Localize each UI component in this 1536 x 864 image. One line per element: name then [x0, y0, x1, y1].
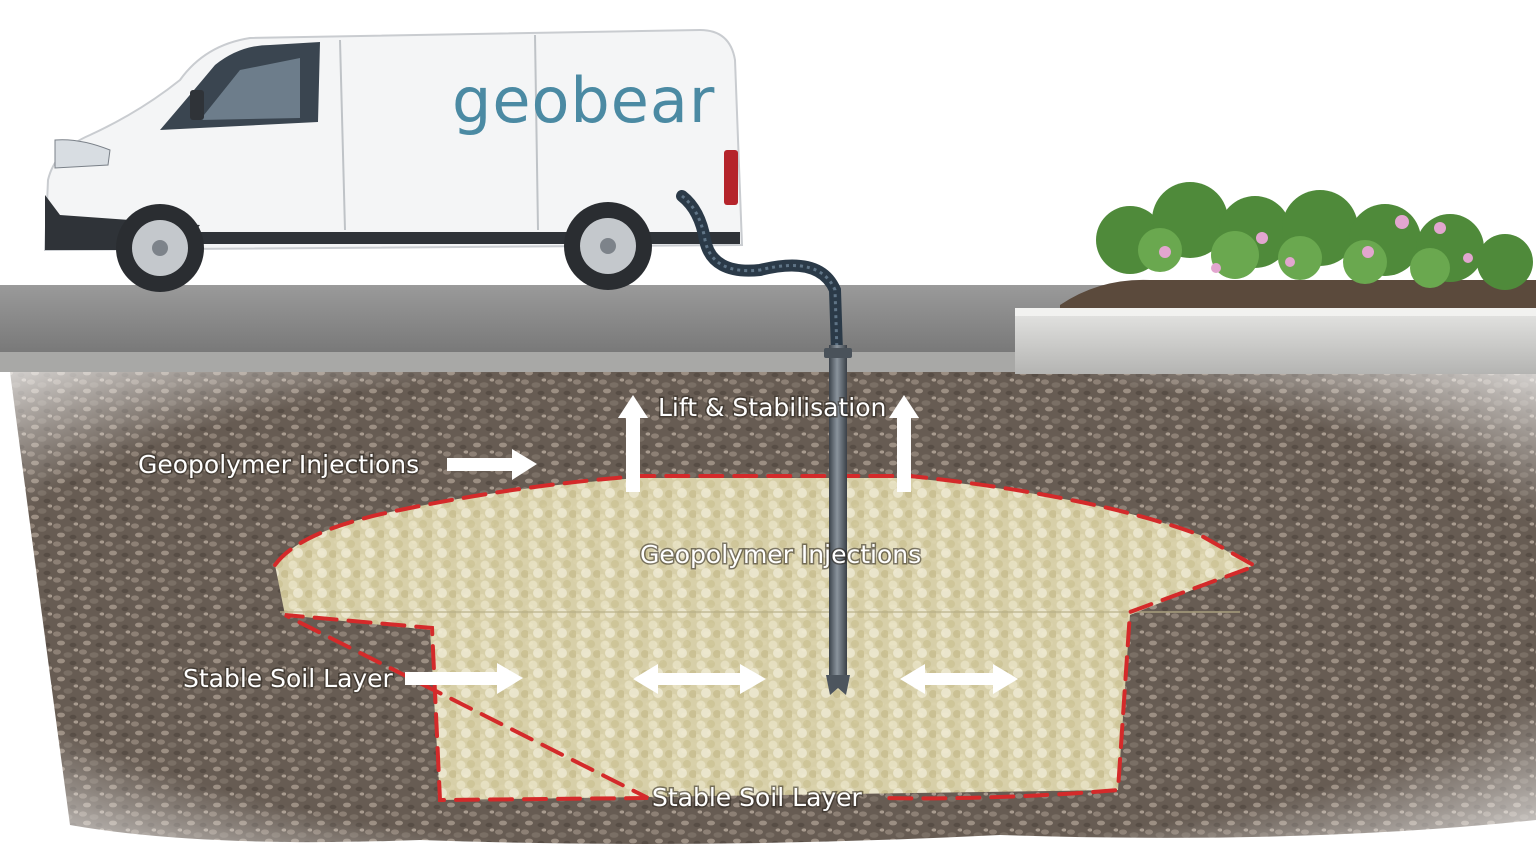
arrow-up-icon	[618, 395, 648, 492]
brand-logo: geobear	[452, 64, 715, 137]
arrow-double-icon	[633, 664, 766, 694]
label-lift-stabilisation: Lift & Stabilisation	[658, 393, 886, 422]
injection-lance-icon	[824, 345, 852, 695]
label-stable-soil-layer-bottom: Stable Soil Layer	[652, 783, 863, 812]
van-icon	[43, 28, 744, 292]
arrow-right-icon	[447, 449, 537, 480]
planter-icon	[1015, 182, 1536, 374]
arrow-right-icon	[405, 663, 523, 694]
label-stable-soil-layer-left: Stable Soil Layer	[183, 664, 394, 693]
label-geopolymer-injections-left: Geopolymer Injections	[138, 450, 419, 479]
label-geopolymer-injections-center: Geopolymer Injections	[640, 540, 921, 569]
arrow-double-icon	[900, 664, 1018, 694]
arrow-up-icon	[889, 395, 919, 492]
geopolymer-zone	[275, 478, 1252, 800]
